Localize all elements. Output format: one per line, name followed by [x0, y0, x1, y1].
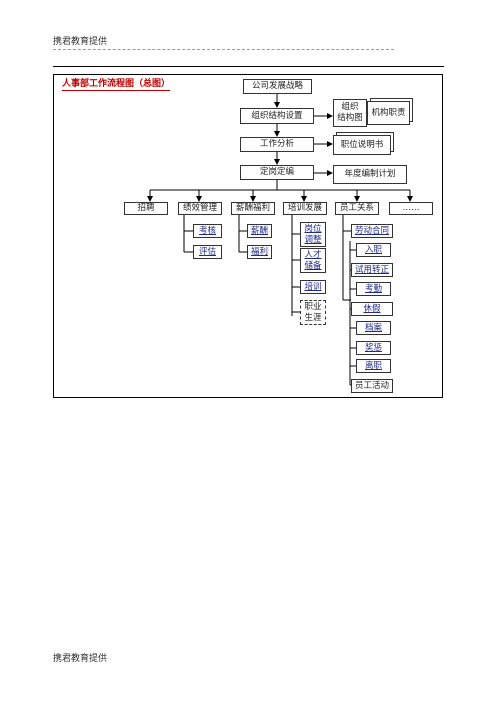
- page-header: 携君教育提供: [53, 37, 108, 47]
- branch-more: ……: [389, 202, 433, 215]
- branch-relations: 员工关系: [335, 202, 379, 215]
- staffing-box: 定岗定编: [240, 165, 314, 180]
- train-post-adjust[interactable]: 岗位 调整: [300, 222, 326, 247]
- flowchart-frame: [53, 74, 443, 398]
- rel-attendance[interactable]: 考勤: [356, 282, 391, 296]
- talent-reserve-line1: 人才: [304, 249, 322, 260]
- train-career: 职业 生涯: [300, 300, 326, 325]
- header-rule: [53, 49, 394, 50]
- rel-leave[interactable]: 休假: [351, 302, 393, 316]
- rel-resignation[interactable]: 离职: [356, 359, 391, 373]
- perf-assessment[interactable]: 考核: [193, 224, 222, 238]
- duty-doc: 机构职责: [367, 101, 410, 125]
- job-analysis-box: 工作分析: [240, 137, 314, 152]
- rel-onboarding[interactable]: 入职: [356, 243, 391, 257]
- org-chart-line1: 组织: [341, 102, 359, 112]
- comp-benefits[interactable]: 福利: [247, 245, 272, 259]
- branch-performance: 绩效管理: [178, 202, 222, 215]
- perf-evaluation[interactable]: 评估: [193, 245, 222, 259]
- annual-plan-doc: 年度编制计划: [333, 165, 407, 184]
- comp-salary[interactable]: 薪酬: [247, 224, 272, 238]
- talent-reserve-line2: 储备: [304, 260, 322, 271]
- train-training[interactable]: 培训: [300, 280, 326, 294]
- org-chart-line2: 结构图: [337, 113, 363, 123]
- post-adjust-line2: 调整: [304, 234, 322, 245]
- career-line1: 职业: [304, 301, 322, 312]
- frame-top-rule: [53, 66, 444, 67]
- org-setup-box: 组织结构设置: [240, 108, 314, 124]
- career-line2: 生涯: [304, 312, 322, 323]
- strategy-box: 公司发展战略: [243, 79, 312, 94]
- page-footer: 携君教育提供: [53, 654, 108, 664]
- branch-training: 培训发展: [283, 202, 327, 215]
- rel-employee-activities: 员工活动: [351, 379, 393, 393]
- job-description-doc: 职位说明书: [333, 135, 391, 155]
- branch-compensation: 薪酬福利: [231, 202, 275, 215]
- post-adjust-line1: 岗位: [304, 223, 322, 234]
- rel-archive[interactable]: 档案: [356, 321, 391, 335]
- branch-recruitment: 招聘: [124, 202, 168, 215]
- rel-labor-contract[interactable]: 劳动合同: [351, 224, 393, 238]
- train-talent-reserve[interactable]: 人才 储备: [300, 248, 326, 273]
- rel-rewards[interactable]: 奖惩: [356, 341, 391, 355]
- rel-probation[interactable]: 试用转正: [351, 263, 393, 277]
- org-chart-doc: 组织 结构图: [333, 99, 367, 127]
- chart-title: 人事部工作流程图（总图）: [62, 79, 171, 91]
